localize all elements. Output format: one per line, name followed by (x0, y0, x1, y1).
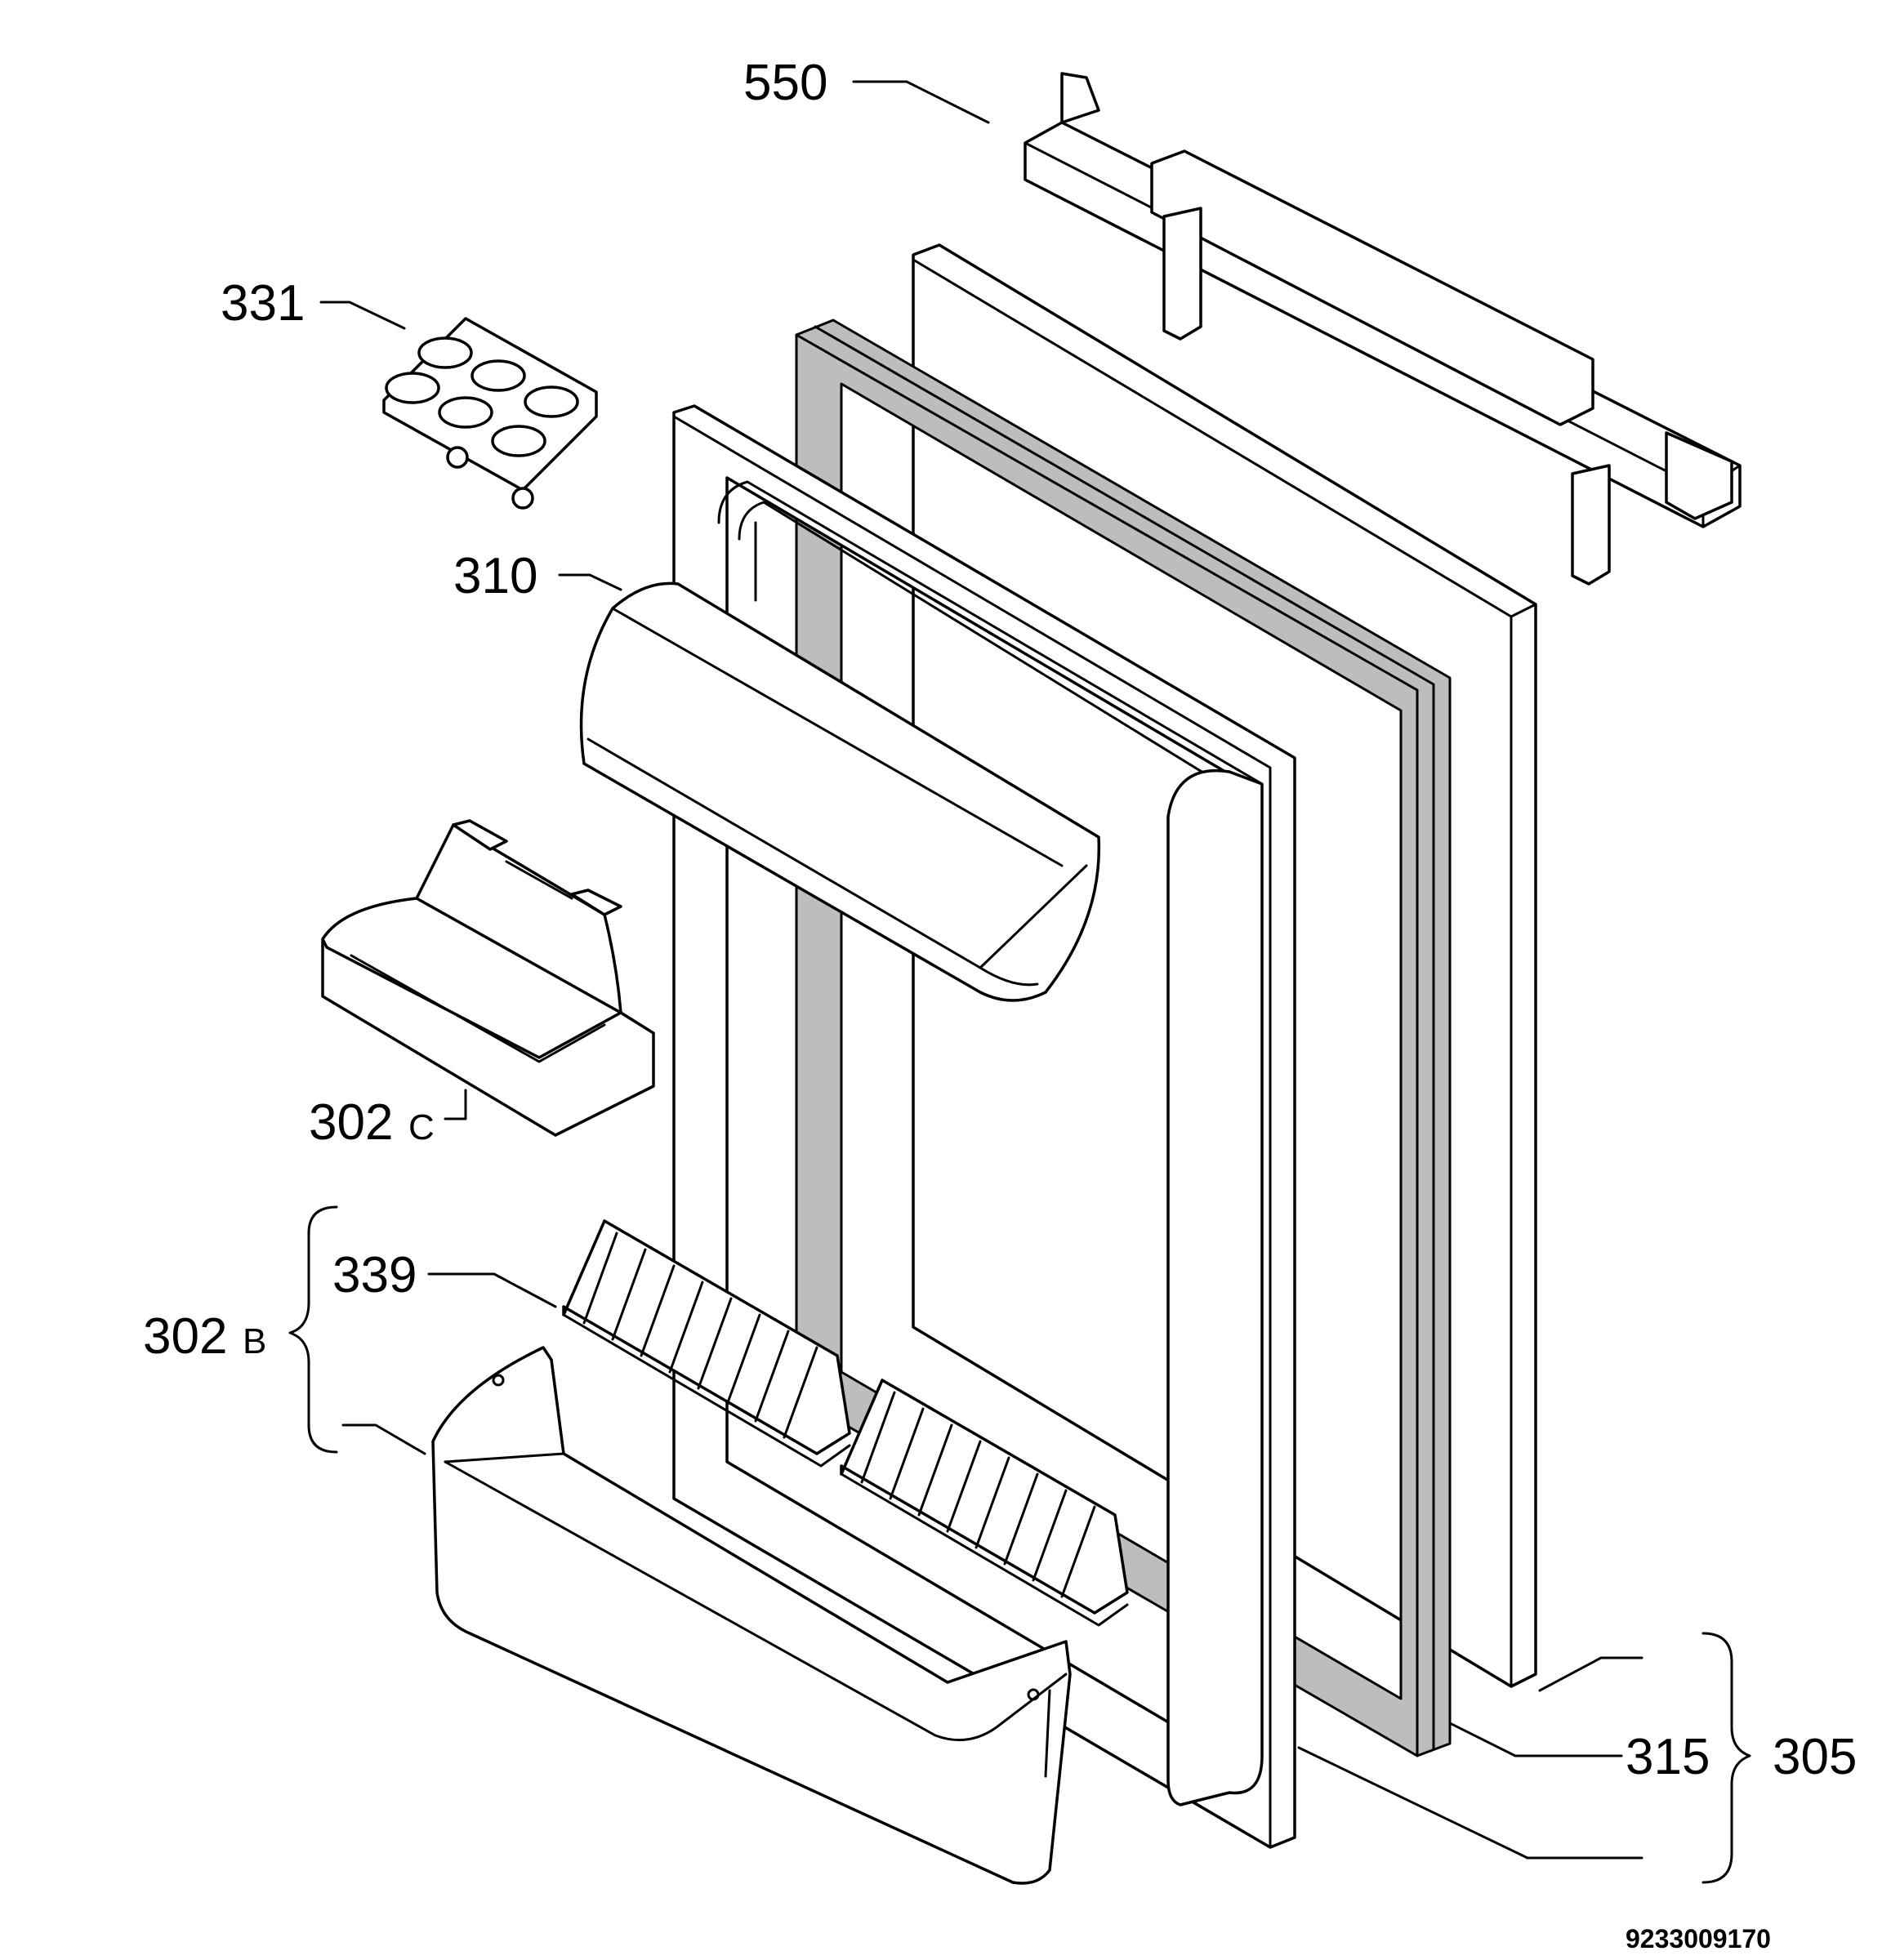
dairy-compartment-flap (579, 581, 1101, 1002)
brace-305 (1701, 1632, 1751, 1884)
label-302c-suffix: C (408, 1107, 435, 1147)
egg-tray (382, 317, 598, 510)
bottle-shelf (431, 1346, 1072, 1885)
hinge-cover-bar (1024, 72, 1742, 586)
bottle-retainer-right (840, 1379, 1129, 1627)
brace-302b (288, 1205, 338, 1454)
label-310: 310 (453, 548, 537, 604)
leader-lines (319, 80, 1643, 1860)
label-305: 305 (1773, 1729, 1857, 1785)
label-302b-suffix: B (243, 1321, 266, 1361)
bottle-retainer-left (562, 1219, 851, 1468)
door-inner-liner (672, 404, 1296, 1849)
small-door-shelf (321, 819, 655, 1137)
label-331: 331 (221, 275, 305, 332)
label-315: 315 (1626, 1729, 1710, 1785)
part-labels: 550 331 310 302 C 339 302 B 315 305 9233… (143, 55, 1857, 1953)
label-302b: 302 (143, 1308, 227, 1365)
label-302c: 302 (309, 1094, 393, 1151)
label-339: 339 (332, 1247, 417, 1303)
drawing-number: 9233009170 (1626, 1924, 1771, 1953)
label-550: 550 (743, 55, 827, 111)
